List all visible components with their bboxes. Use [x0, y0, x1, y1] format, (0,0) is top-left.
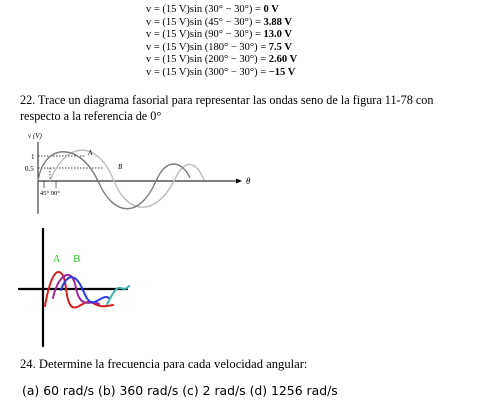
sine-wave-figure: v (V) θ 1 0.5 A B 45° 90° — [25, 132, 251, 214]
label-a: A — [87, 149, 93, 157]
equation-line: v = (15 V)sin (300° − 30°) = −15 V — [146, 67, 297, 80]
sketch-wave-blue — [60, 276, 110, 304]
equation-value: 13.0 V — [263, 29, 292, 41]
equation-value: 2.60 V — [268, 54, 298, 66]
equation-line: v = (15 V)sin (45° − 30°) = 3.88 V — [146, 17, 297, 30]
equation-value: −15 V — [268, 66, 296, 78]
angle-labels: 45° 90° — [40, 190, 60, 197]
tick-label-1: 1 — [31, 153, 35, 161]
equation-expr: v = (15 V)sin (300° − 30°) = — [146, 66, 269, 78]
equation-value: 0 V — [263, 4, 279, 15]
question-24-options: (a) 60 rad/s (b) 360 rad/s (c) 2 rad/s (… — [22, 383, 338, 398]
equation-line: v = (15 V)sin (30° − 30°) = 0 V — [146, 4, 297, 17]
sketch-wave-red — [44, 271, 114, 309]
sketch-wave-teal — [106, 285, 130, 305]
question-22-text: 22. Trace un diagrama fasorial para repr… — [20, 93, 434, 123]
equation-expr: v = (15 V)sin (180° − 30°) = — [146, 41, 269, 53]
sketch-label-b: B — [73, 253, 80, 265]
equation-expr: v = (15 V)sin (30° − 30°) = — [146, 4, 264, 15]
equation-expr: v = (15 V)sin (45° − 30°) = — [146, 16, 264, 28]
x-axis-label: θ — [246, 176, 251, 186]
label-b: B — [118, 163, 123, 171]
tick-label-05: 0.5 — [25, 165, 34, 173]
sketch-label-a: A — [53, 254, 61, 265]
question-24-text: 24. Determine la frecuencia para cada ve… — [20, 357, 308, 371]
equation-line: v = (15 V)sin (200° − 30°) = 2.60 V — [146, 54, 297, 67]
equations-block: v = (15 V)sin (30° − 30°) = 0 V v = (15 … — [146, 4, 297, 80]
equation-value: 7.5 V — [268, 41, 292, 53]
equation-line: v = (15 V)sin (90° − 30°) = 13.0 V — [146, 29, 297, 42]
y-axis-label: v (V) — [28, 132, 42, 140]
sketch-wave-purple — [52, 274, 100, 305]
equation-line: v = (15 V)sin (180° − 30°) = 7.5 V — [146, 42, 297, 55]
equation-expr: v = (15 V)sin (200° − 30°) = — [146, 54, 269, 66]
hand-drawn-sketch: A B — [17, 228, 130, 348]
wave-b — [49, 149, 205, 208]
equation-expr: v = (15 V)sin (90° − 30°) = — [146, 29, 264, 41]
wave-a — [37, 151, 191, 210]
equation-value: 3.88 V — [263, 16, 292, 28]
x-axis-arrow — [236, 178, 242, 184]
